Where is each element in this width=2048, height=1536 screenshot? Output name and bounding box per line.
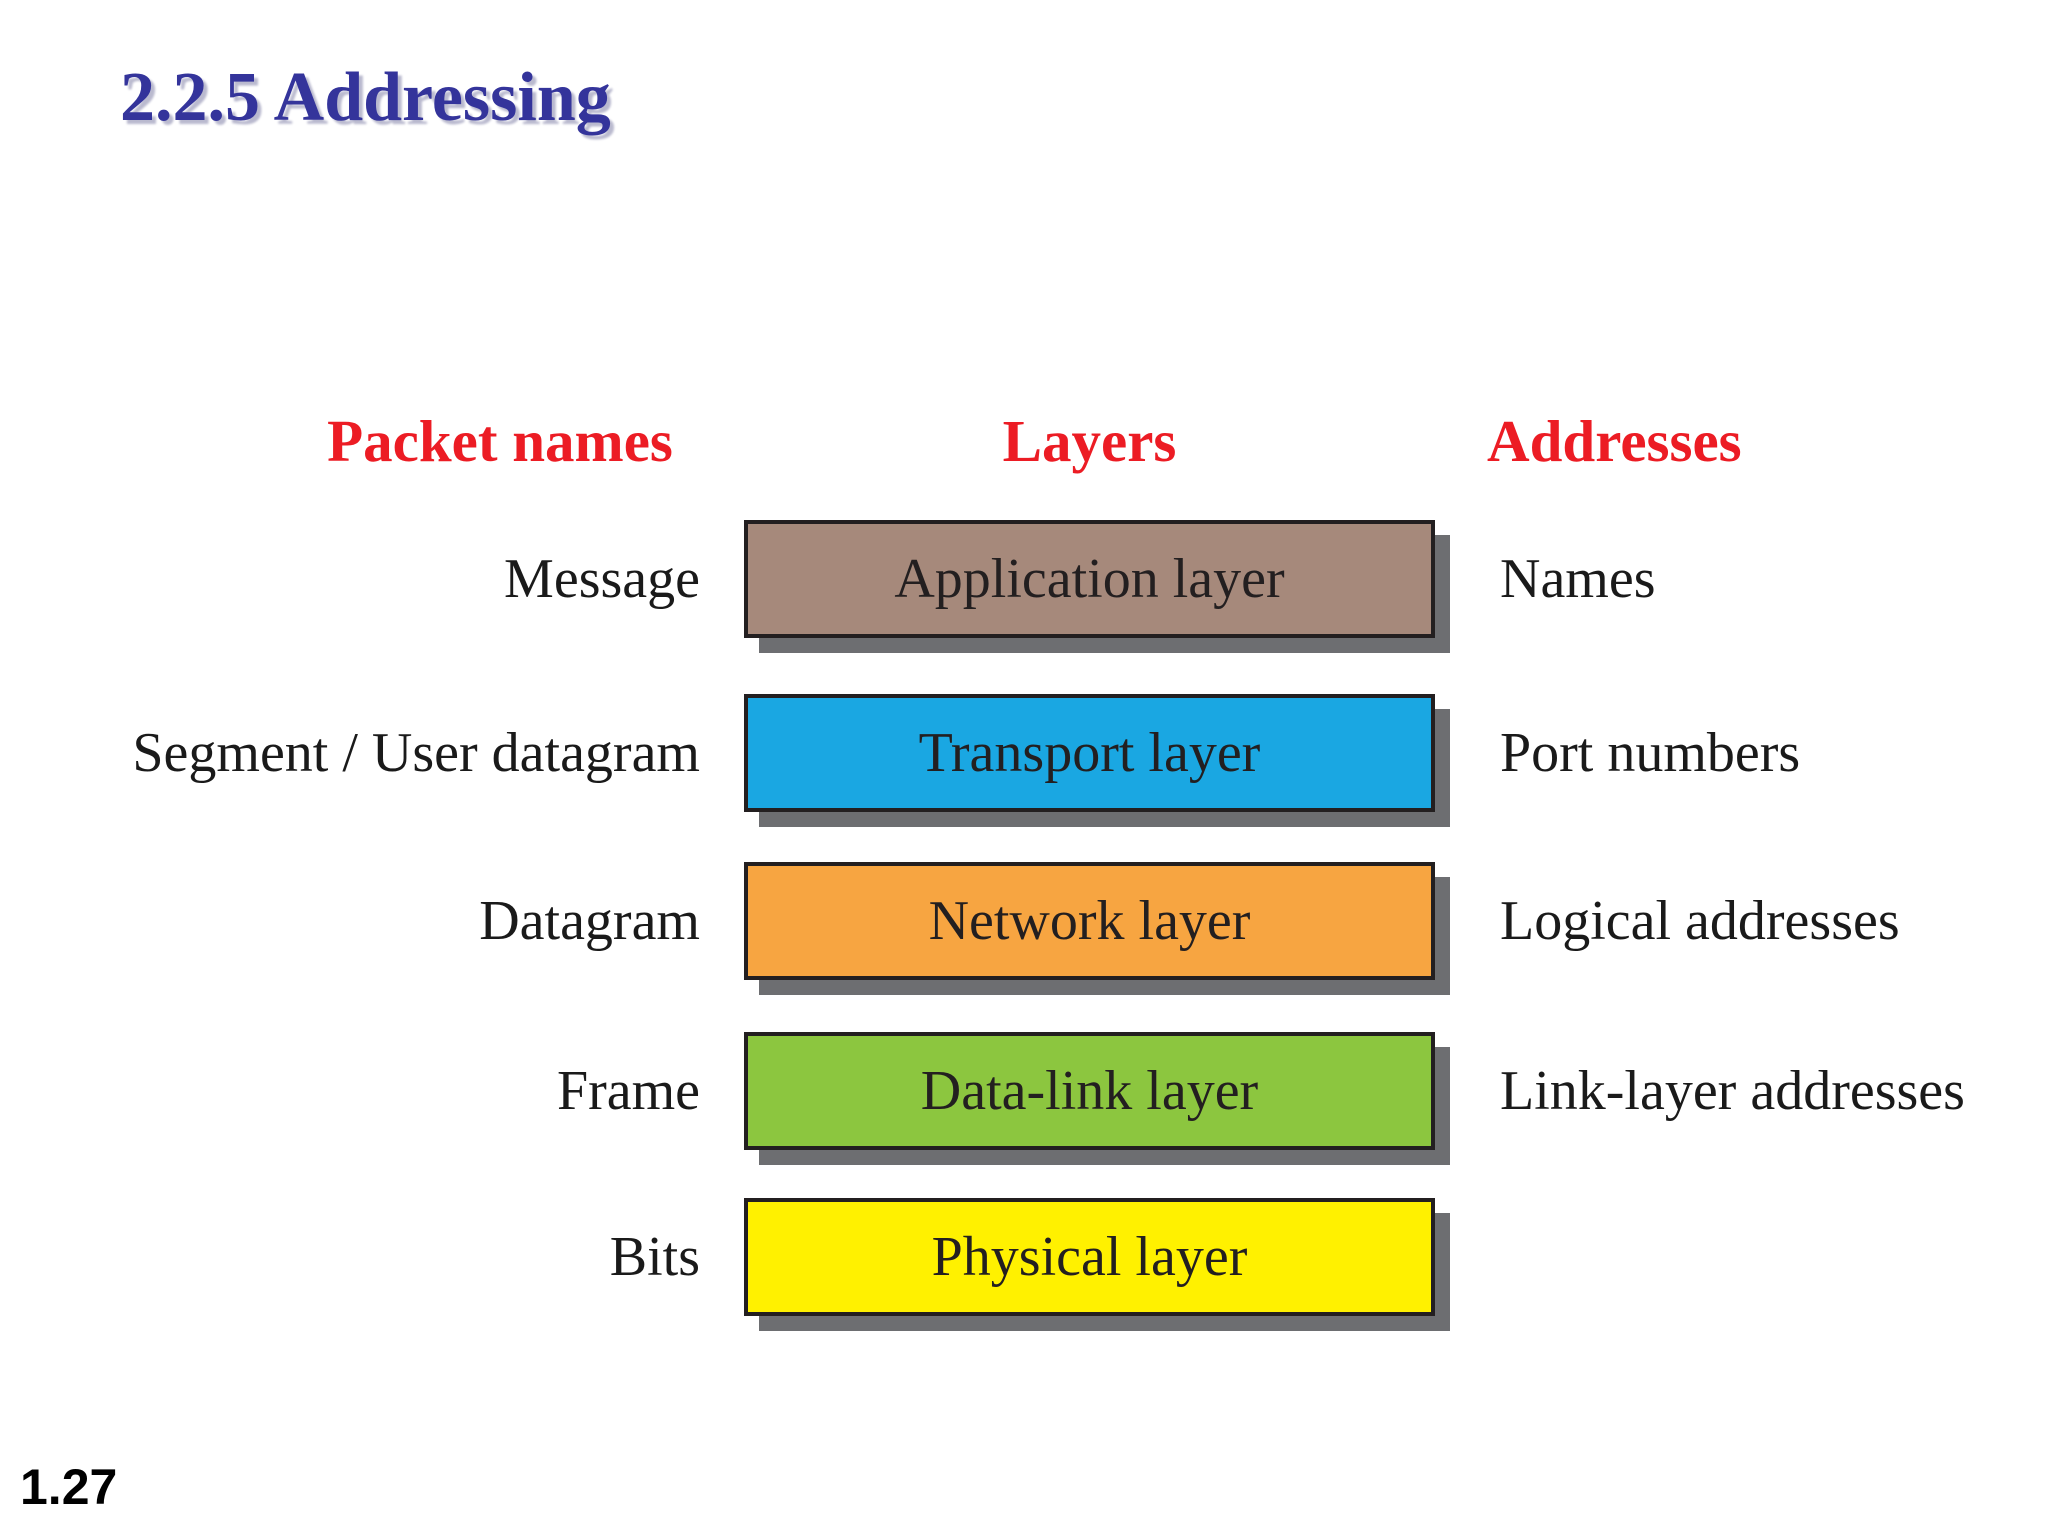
address-label: Names: [1500, 548, 1656, 610]
column-header-layers: Layers: [1002, 407, 1177, 474]
column-header-addresses: Addresses: [1487, 407, 1742, 474]
layer-box-datalink: Data-link layer: [744, 1032, 1435, 1150]
layer-box-network: Network layer: [744, 862, 1435, 980]
packet-name-label: Message: [504, 548, 700, 610]
slide-title: 2.2.5 Addressing: [120, 59, 611, 136]
row-network: Datagram Network layer Logical addresses: [0, 862, 2048, 980]
row-transport: Segment / User datagram Transport layer …: [0, 694, 2048, 812]
packet-name-label: Segment / User datagram: [132, 722, 700, 784]
layer-box-label: Physical layer: [931, 1226, 1248, 1288]
layer-box-label: Transport layer: [918, 722, 1261, 784]
page-number: 1.27: [20, 1459, 118, 1515]
layer-box-label: Network layer: [928, 890, 1251, 952]
packet-name-label: Frame: [556, 1060, 700, 1122]
address-label: Logical addresses: [1500, 890, 1900, 952]
address-label: Port numbers: [1500, 722, 1801, 784]
row-datalink: Frame Data-link layer Link-layer address…: [0, 1032, 2048, 1150]
layer-box-application: Application layer: [744, 520, 1435, 638]
layer-box-label: Data-link layer: [920, 1060, 1259, 1122]
address-label: Link-layer addresses: [1500, 1060, 1965, 1122]
row-physical: Bits Physical layer: [0, 1198, 2048, 1316]
column-header-packet-names: Packet names: [327, 407, 673, 474]
packet-name-label: Bits: [609, 1226, 700, 1288]
packet-name-label: Datagram: [479, 890, 700, 952]
layer-box-physical: Physical layer: [744, 1198, 1435, 1316]
layer-box-label: Application layer: [894, 548, 1285, 610]
row-application: Message Application layer Names: [0, 520, 2048, 638]
layer-box-transport: Transport layer: [744, 694, 1435, 812]
